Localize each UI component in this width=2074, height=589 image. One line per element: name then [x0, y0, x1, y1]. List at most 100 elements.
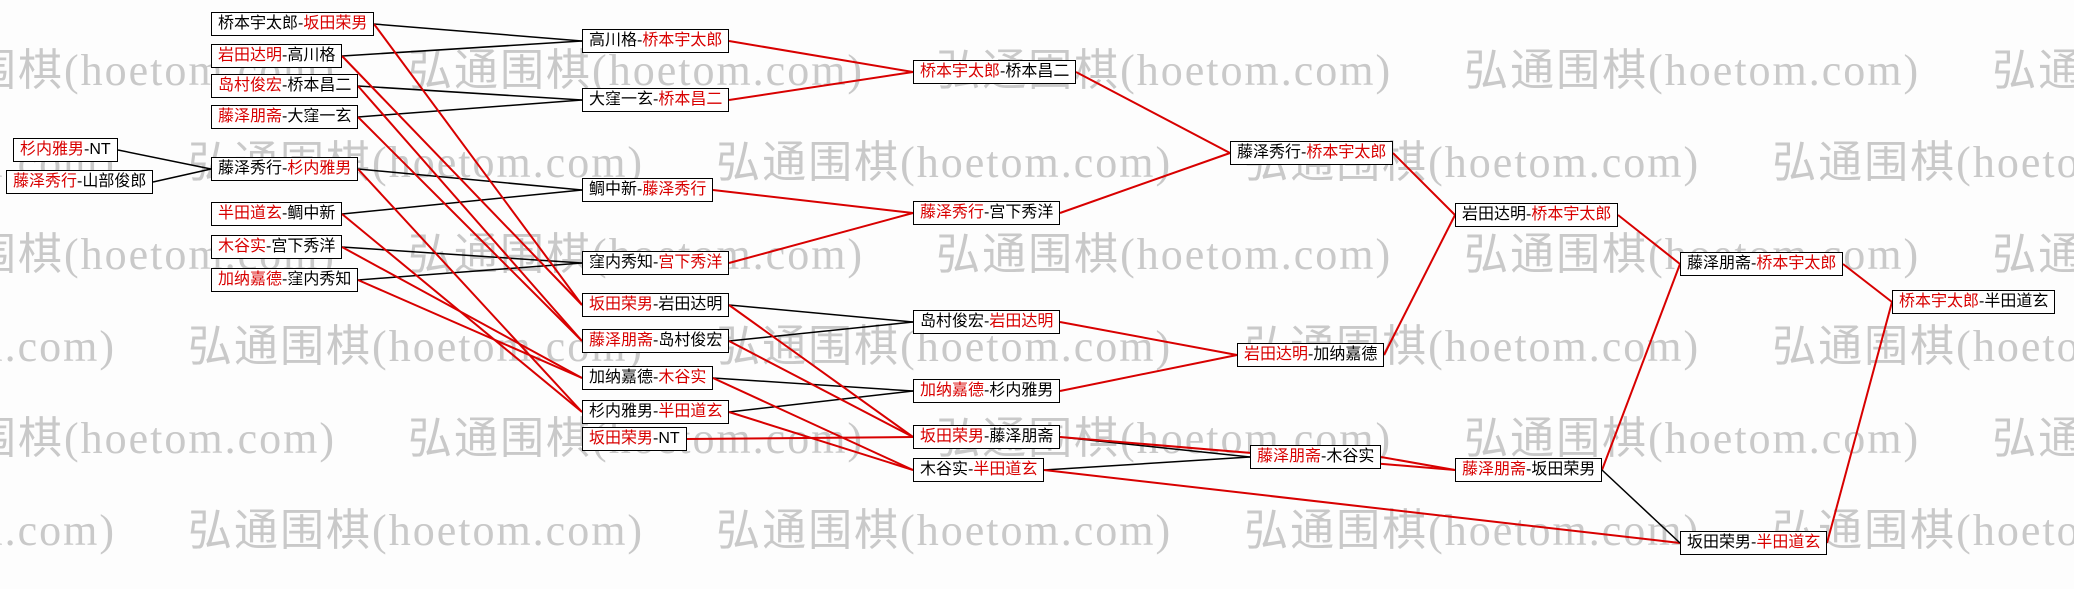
player-name-right: 窪内秀知 — [287, 271, 352, 288]
player-name-right[interactable]: 桥本宇太郎 — [642, 32, 723, 49]
match-box-c2b5: 藤泽秀行-杉内雅男 — [211, 157, 359, 181]
match-box-c2b3: 岛村俊宏-桥本昌二 — [211, 74, 359, 98]
connector-c1b1-c2b5 — [117, 149, 212, 170]
player-name-left: 加纳嘉德 — [589, 369, 654, 386]
connector-c4b4-c5b2 — [1059, 354, 1238, 392]
vs-dash: - — [653, 332, 659, 349]
player-name-left: 藤泽秀行 — [218, 160, 283, 177]
match-box-c4b1: 桥本宇太郎-桥本昌二 — [913, 60, 1077, 84]
player-name-left: 窪内秀知 — [589, 254, 654, 271]
player-name-right[interactable]: 桥本宇太郎 — [1306, 144, 1387, 161]
connector-c2b5-c3b8 — [357, 168, 583, 413]
player-name-left: 木谷实 — [920, 461, 969, 478]
player-name-right: 山部俊郎 — [82, 173, 147, 190]
player-name-left: 大窪一玄 — [589, 91, 654, 108]
connector-c4b1-c5b1 — [1075, 71, 1231, 154]
match-box-c4b5: 坂田荣男-藤泽朋斋 — [913, 425, 1061, 449]
player-name-right[interactable]: 杉内雅男 — [287, 160, 352, 177]
connector-c2b3-c3b6 — [357, 85, 583, 342]
match-box-c8b1: 桥本宇太郎-半田道玄 — [1892, 290, 2056, 314]
player-name-left: 藤泽秀行 — [1237, 144, 1302, 161]
player-name-right[interactable]: 半田道玄 — [658, 403, 723, 420]
vs-dash: - — [282, 108, 288, 125]
vs-dash: - — [968, 461, 974, 478]
vs-dash: - — [984, 382, 990, 399]
match-box-c3b8: 杉内雅男-半田道玄 — [582, 400, 730, 424]
vs-dash: - — [282, 271, 288, 288]
player-name-right: 桥本昌二 — [287, 77, 352, 94]
player-name-right[interactable]: 半田道玄 — [1756, 534, 1821, 551]
player-name-left[interactable]: 加纳嘉德 — [218, 271, 283, 288]
player-name-left[interactable]: 藤泽朋斋 — [1257, 448, 1322, 465]
player-name-right: 半田道玄 — [1984, 293, 2049, 310]
connector-c3b3-c4b2 — [712, 189, 914, 214]
player-name-left: 岛村俊宏 — [920, 313, 985, 330]
player-name-left: 桥本宇太郎 — [218, 15, 299, 32]
vs-dash: - — [653, 403, 659, 420]
connector-c2b4-c3b6 — [357, 116, 583, 342]
player-name-left[interactable]: 岛村俊宏 — [218, 77, 283, 94]
player-name-right: NT — [89, 141, 111, 158]
vs-dash: - — [1301, 144, 1307, 161]
player-name-right[interactable]: 半田道玄 — [973, 461, 1038, 478]
connector-c3b1-c4b1 — [728, 40, 914, 73]
connector-c3b8-c4b6 — [728, 411, 914, 471]
match-box-c2b7: 木谷实-宫下秀洋 — [211, 235, 343, 259]
player-name-left: 坂田荣男 — [1687, 534, 1752, 551]
connector-c4b6-c7b2 — [1043, 469, 1681, 544]
player-name-right[interactable]: 木谷实 — [658, 369, 707, 386]
connector-c6b2-c7b1 — [1601, 263, 1681, 471]
vs-dash: - — [282, 205, 288, 222]
player-name-left[interactable]: 藤泽朋斋 — [218, 108, 283, 125]
player-name-left[interactable]: 岩田达明 — [1244, 346, 1309, 363]
player-name-left[interactable]: 藤泽秀行 — [920, 204, 985, 221]
player-name-left[interactable]: 坂田荣男 — [589, 430, 654, 447]
player-name-left[interactable]: 杉内雅男 — [20, 141, 85, 158]
connector-c3b7-c4b6 — [712, 377, 914, 471]
player-name-right[interactable]: 岩田达明 — [989, 313, 1054, 330]
match-box-c5b2: 岩田达明-加纳嘉德 — [1237, 343, 1385, 367]
player-name-left[interactable]: 坂田荣男 — [920, 428, 985, 445]
connector-c3b9-c4b5 — [686, 436, 914, 440]
vs-dash: - — [637, 32, 643, 49]
match-box-c1b1: 杉内雅男-NT — [13, 138, 118, 162]
connector-c2b7-c3b7 — [341, 246, 583, 379]
connector-c2b1-c3b1 — [373, 23, 583, 42]
player-name-right[interactable]: 桥本昌二 — [658, 91, 723, 108]
player-name-right: 加纳嘉德 — [1313, 346, 1378, 363]
player-name-right[interactable]: 藤泽秀行 — [642, 181, 707, 198]
match-box-c7b2: 坂田荣男-半田道玄 — [1680, 531, 1828, 555]
match-box-c4b3: 岛村俊宏-岩田达明 — [913, 310, 1061, 334]
vs-dash: - — [282, 160, 288, 177]
match-box-c3b9: 坂田荣男-NT — [582, 427, 687, 451]
player-name-left: 杉内雅男 — [589, 403, 654, 420]
connector-c2b2-c3b1 — [341, 40, 583, 57]
player-name-left[interactable]: 木谷实 — [218, 238, 267, 255]
vs-dash: - — [1751, 534, 1757, 551]
connector-c2b2-c3b5 — [341, 55, 583, 306]
player-name-left[interactable]: 藤泽秀行 — [13, 173, 78, 190]
vs-dash: - — [1979, 293, 1985, 310]
player-name-left[interactable]: 藤泽朋斋 — [589, 332, 654, 349]
player-name-right[interactable]: 桥本宇太郎 — [1756, 255, 1837, 272]
match-box-c5b1: 藤泽秀行-桥本宇太郎 — [1230, 141, 1394, 165]
player-name-left[interactable]: 桥本宇太郎 — [920, 63, 1001, 80]
player-name-right[interactable]: 桥本宇太郎 — [1531, 206, 1612, 223]
player-name-left[interactable]: 岩田达明 — [218, 47, 283, 64]
vs-dash: - — [282, 47, 288, 64]
player-name-left[interactable]: 藤泽朋斋 — [1462, 461, 1527, 478]
match-box-c1b2: 藤泽秀行-山部俊郎 — [6, 170, 154, 194]
player-name-left[interactable]: 坂田荣男 — [589, 296, 654, 313]
player-name-left[interactable]: 半田道玄 — [218, 205, 283, 222]
player-name-left: 高川格 — [589, 32, 638, 49]
player-name-left: 岩田达明 — [1462, 206, 1527, 223]
connector-c5b1-c6b1 — [1392, 152, 1456, 216]
player-name-left[interactable]: 桥本宇太郎 — [1899, 293, 1980, 310]
player-name-right[interactable]: 坂田荣男 — [303, 15, 368, 32]
player-name-left[interactable]: 加纳嘉德 — [920, 382, 985, 399]
match-box-c3b3: 鲷中新-藤泽秀行 — [582, 178, 714, 202]
player-name-right[interactable]: 宫下秀洋 — [658, 254, 723, 271]
connector-c2b6-c3b3 — [341, 189, 583, 215]
connector-c4b2-c5b1 — [1059, 152, 1231, 214]
